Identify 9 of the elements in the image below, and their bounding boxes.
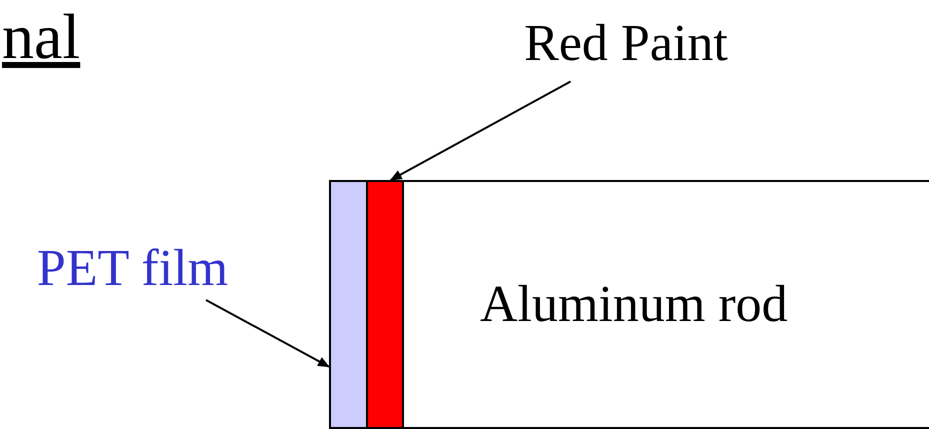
paint-layer <box>366 180 404 429</box>
leader-arrow <box>390 80 572 181</box>
leader-arrow <box>206 299 330 368</box>
heading-fragment: nal <box>2 0 80 74</box>
part-label: PET film <box>36 238 228 298</box>
aluminum-rod <box>404 180 929 429</box>
rod-label: Aluminum rod <box>480 275 788 334</box>
film-layer <box>329 180 366 429</box>
part-label: Red Paint <box>524 14 728 72</box>
